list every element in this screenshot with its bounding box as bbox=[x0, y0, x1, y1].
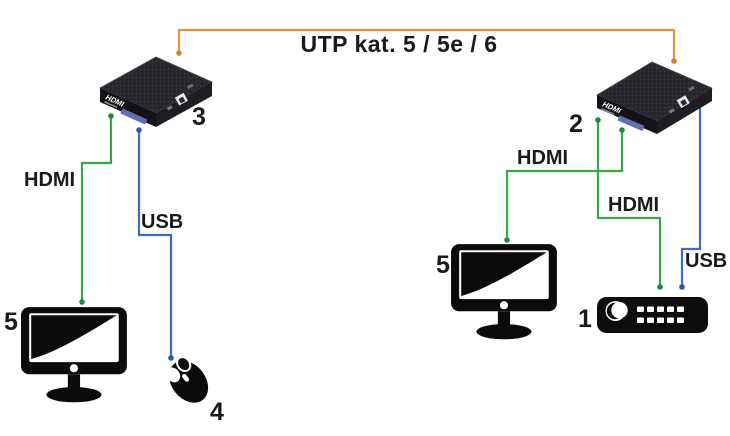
right-hdmi-monitor-endpoint-bottom bbox=[504, 237, 510, 243]
left-hdmi-endpoint-top bbox=[108, 113, 114, 119]
right-hdmi-player-cable-line bbox=[596, 120, 662, 287]
extender-device-left: HDMI bbox=[99, 56, 213, 127]
model-text-strip bbox=[103, 101, 118, 109]
number-left-monitor: 5 bbox=[4, 308, 18, 336]
number-left-extender: 3 bbox=[192, 103, 206, 131]
webcam-dot bbox=[499, 301, 509, 310]
mouse-icon bbox=[165, 356, 209, 403]
extender-side-face bbox=[657, 88, 712, 134]
right-usb-cable-line bbox=[680, 97, 702, 287]
extender-front-face bbox=[597, 95, 657, 134]
utp-cable-label: UTP kat. 5 / 5e / 6 bbox=[300, 31, 498, 57]
left-hdmi-label: HDMI bbox=[24, 169, 76, 191]
blue-label-strip bbox=[617, 115, 645, 132]
right-hdmi-player-label: HDMI bbox=[608, 194, 660, 216]
rj45-port-inner bbox=[680, 99, 688, 107]
number-right-extender: 2 bbox=[569, 110, 583, 138]
rj45-port-inner bbox=[178, 96, 186, 104]
number-player: 1 bbox=[578, 305, 592, 333]
media-player-icon bbox=[597, 297, 708, 333]
right-hdmi-player-endpoint-top bbox=[595, 117, 601, 123]
left-usb-endpoint-bottom bbox=[168, 355, 174, 361]
blue-label-strip bbox=[120, 108, 148, 125]
extender-side-face bbox=[156, 82, 212, 127]
monitor-neck bbox=[67, 374, 81, 390]
monitor-icon-left bbox=[21, 307, 127, 403]
mouse-left-button bbox=[165, 367, 181, 383]
utp-cable-endpoint-left bbox=[176, 50, 182, 56]
monitor-icon-right bbox=[451, 244, 557, 340]
left-hdmi-endpoint-bottom bbox=[79, 299, 85, 305]
side-port-slot bbox=[166, 105, 173, 111]
monitor-base bbox=[476, 324, 532, 340]
mouse-right-button bbox=[176, 356, 192, 373]
right-usb-label: USB bbox=[685, 250, 728, 272]
side-port-slot bbox=[186, 83, 194, 90]
player-button-grid bbox=[637, 306, 684, 323]
side-port-slot bbox=[688, 85, 695, 92]
left-usb-label: USB bbox=[141, 211, 184, 233]
utp-cable-line bbox=[177, 28, 676, 61]
left-usb-cable-line bbox=[137, 130, 173, 358]
right-hdmi-player-endpoint-bottom bbox=[657, 284, 663, 290]
right-hdmi-monitor-label: HDMI bbox=[517, 147, 569, 169]
screen-swoosh bbox=[31, 315, 117, 360]
extender-device-right: HDMI bbox=[596, 61, 713, 134]
right-usb-endpoint-bottom bbox=[679, 284, 685, 290]
left-hdmi-cable-line bbox=[80, 116, 113, 302]
monitor-base bbox=[46, 387, 102, 403]
screen-swoosh bbox=[461, 252, 547, 297]
right-hdmi-monitor-endpoint-top bbox=[619, 127, 625, 133]
left-usb-endpoint-top bbox=[136, 127, 142, 133]
utp-cable-endpoint-right bbox=[671, 58, 677, 64]
model-text-strip bbox=[601, 108, 615, 116]
webcam-dot bbox=[69, 364, 79, 373]
side-port-slot bbox=[668, 108, 675, 114]
player-lens-highlight bbox=[611, 302, 628, 319]
mouse-scroll-wheel bbox=[180, 372, 191, 384]
number-right-monitor: 5 bbox=[436, 251, 450, 279]
right-hdmi-monitor-cable-line bbox=[505, 130, 624, 240]
number-mouse: 4 bbox=[210, 398, 224, 426]
monitor-neck bbox=[497, 311, 511, 327]
